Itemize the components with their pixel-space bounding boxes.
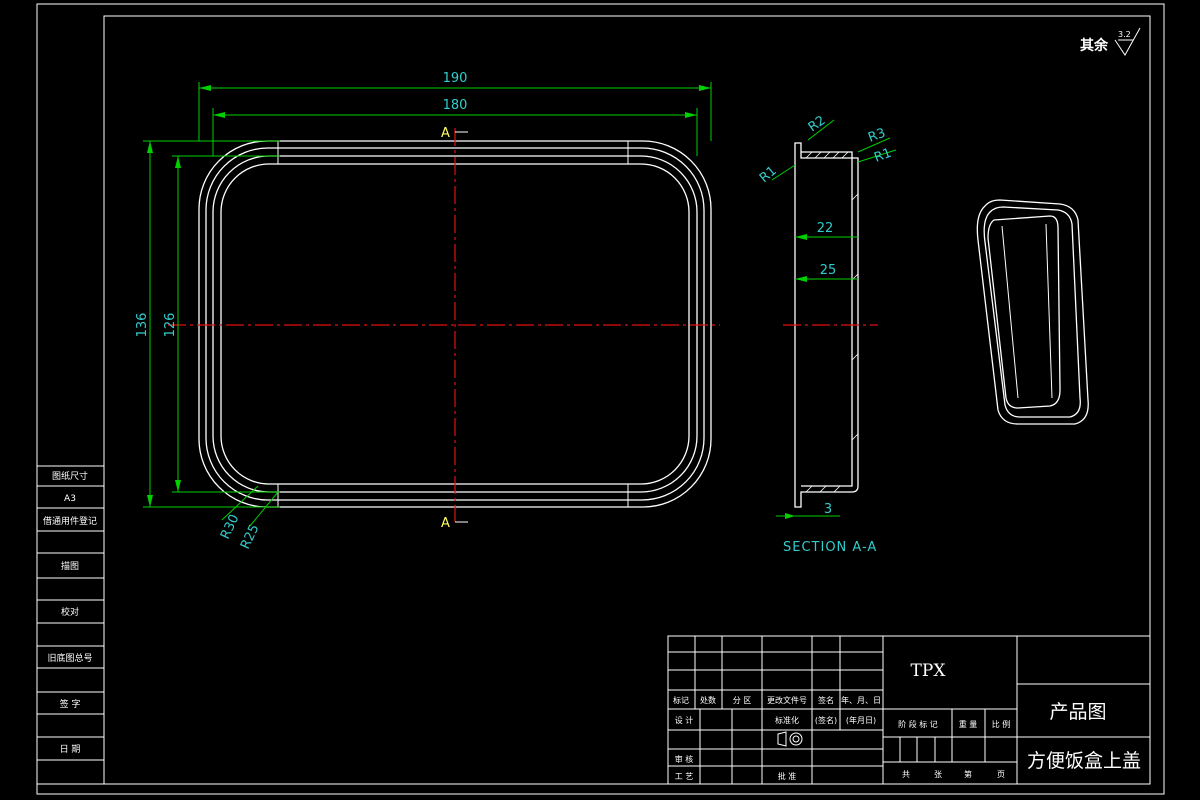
rev-h4: 签名 xyxy=(818,695,834,705)
dim-180: 180 xyxy=(443,98,468,113)
sheet-1: 张 xyxy=(934,770,942,779)
stage-h0: 阶 段 标 记 xyxy=(898,719,938,729)
dim-3: 3 xyxy=(824,502,832,517)
roughness-note: 其余 3.2 xyxy=(1080,27,1141,56)
dim-126: 126 xyxy=(163,313,178,338)
dim-190: 190 xyxy=(443,71,468,86)
projection-symbol xyxy=(777,731,803,747)
dim-width: 190 180 xyxy=(198,71,712,156)
rev-h3: 更改文件号 xyxy=(767,695,807,705)
stage-h1: 重 量 xyxy=(959,719,978,729)
rev-h5: 年、月、日 xyxy=(841,695,881,705)
section-mark-bottom: A xyxy=(441,516,450,531)
roughness-value: 3.2 xyxy=(1118,30,1131,39)
tb-material: TPX xyxy=(911,661,947,681)
tb-part-name: 方便饭盒上盖 xyxy=(1027,750,1141,772)
lc-1: A3 xyxy=(64,494,76,504)
lc-4: 描图 xyxy=(61,560,79,572)
stage-h2: 比 例 xyxy=(992,719,1011,729)
tb-drawing-type: 产品图 xyxy=(1049,701,1106,723)
tb-design: 设 计 xyxy=(675,715,694,725)
tb-approve: 批 准 xyxy=(778,771,797,781)
section-marks: A A xyxy=(441,126,468,531)
lc-6: 校对 xyxy=(61,606,79,618)
roughness-label: 其余 xyxy=(1080,37,1109,54)
dim-22: 22 xyxy=(817,221,834,236)
lc-2: 借通用件登记 xyxy=(43,515,97,527)
dim-25: 25 xyxy=(820,263,837,278)
rev-h2: 分 区 xyxy=(733,696,752,705)
section-mark-top: A xyxy=(441,126,450,141)
dim-r30: R30 xyxy=(218,512,242,542)
sheet-border xyxy=(36,3,1165,795)
sheet-0: 共 xyxy=(902,770,910,779)
rev-h0: 标记 xyxy=(673,695,689,705)
dim-r3: R3 xyxy=(866,126,887,146)
radius-callouts: R30 R25 xyxy=(218,485,279,552)
dim-height: 136 126 xyxy=(135,140,280,508)
dim-r1-left: R1 xyxy=(757,163,780,186)
tb-date: (年月日) xyxy=(846,715,876,725)
tb-standardization: 标准化 xyxy=(775,715,799,725)
section-title: SECTION A-A xyxy=(783,540,877,555)
plan-view xyxy=(168,128,720,522)
title-block: 标记 处数 分 区 更改文件号 签名 年、月、日 设 计 标准化 (签名) (年… xyxy=(667,635,1151,785)
tb-review: 审 核 xyxy=(675,754,694,764)
tb-process: 工 艺 xyxy=(675,772,694,781)
tb-sign: (签名) xyxy=(815,715,837,725)
rev-h1: 处数 xyxy=(700,695,716,705)
left-info-column: 图纸尺寸 A3 借通用件登记 描图 校对 旧底图总号 签 字 日 期 xyxy=(36,465,105,785)
lc-10: 签 字 xyxy=(60,698,81,710)
sheet-3: 页 xyxy=(997,770,1005,779)
dim-r25: R25 xyxy=(238,522,262,552)
drawing-frame xyxy=(103,15,1151,785)
dim-r1-right: R1 xyxy=(872,146,893,166)
isometric-view xyxy=(976,199,1089,425)
dim-136: 136 xyxy=(135,313,150,338)
lc-8: 旧底图总号 xyxy=(47,652,92,664)
lc-0: 图纸尺寸 xyxy=(52,470,88,482)
dim-r2: R2 xyxy=(806,113,829,135)
section-view: 22 25 3 R1 R2 R3 R1 SECTION A-A xyxy=(757,113,897,555)
sheet-2: 第 xyxy=(964,769,972,779)
lc-12: 日 期 xyxy=(60,744,81,755)
